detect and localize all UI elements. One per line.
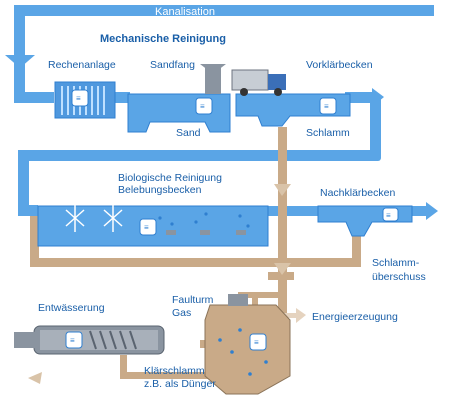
- flow-arrow-icon: [28, 372, 42, 384]
- water-pipes: [14, 5, 434, 216]
- svg-text:≡: ≡: [200, 102, 205, 111]
- flow-arrow-icon: [426, 202, 438, 220]
- nachklaerbecken-tank: ≡: [317, 205, 413, 237]
- sand-hopper: [200, 64, 226, 94]
- belebungsbecken-label: Belebungsbecken: [118, 184, 202, 196]
- flow-arrow-icon: [274, 263, 291, 275]
- nachklaerbecken-label: Nachklärbecken: [320, 187, 395, 199]
- kanalisation-label: Kanalisation: [155, 6, 215, 18]
- entwaesserung-label: Entwässerung: [38, 302, 105, 314]
- flow-arrow-icon: [274, 184, 291, 196]
- gas-label: Gas: [172, 307, 191, 319]
- sandfang-tank: ≡: [127, 93, 231, 133]
- svg-text:≡: ≡: [254, 338, 259, 347]
- svg-text:≡: ≡: [70, 336, 75, 345]
- biologische-reinigung-label: Biologische Reinigung: [118, 172, 222, 184]
- sandfang-label: Sandfang: [150, 59, 195, 71]
- faulturm-label: Faulturm: [172, 294, 214, 306]
- mechanische-reinigung-title: Mechanische Reinigung: [100, 33, 226, 45]
- vorklaerbecken-label: Vorklärbecken: [306, 59, 373, 71]
- kanalisation-pipe: [14, 5, 434, 16]
- flow-arrow-icon: [372, 88, 384, 107]
- entwaesserung-press: ≡: [14, 325, 165, 355]
- vorklaerbecken-tank: ≡: [235, 93, 351, 127]
- flow-arrow-icon: [5, 55, 35, 68]
- klaerschlamm-label-1: Klärschlamm: [144, 365, 205, 377]
- aerator-icon: [65, 202, 123, 232]
- belebungsbecken-tank: ≡: [37, 202, 269, 247]
- faulturm: ≡: [204, 294, 291, 395]
- truck-icon: [231, 69, 286, 96]
- rechenanlage: ≡: [54, 81, 116, 119]
- svg-text:≡: ≡: [76, 94, 81, 103]
- svg-text:≡: ≡: [324, 102, 329, 111]
- klaerschlamm-label-2: z.B. als Dünger: [144, 378, 216, 390]
- screen-filter-icon: [61, 86, 105, 115]
- sand-label: Sand: [176, 127, 201, 139]
- svg-text:≡: ≡: [144, 223, 149, 232]
- schlammueberschuss-label-2: überschuss: [372, 271, 426, 283]
- svg-text:≡: ≡: [386, 211, 391, 220]
- energieerzeugung-label: Energieerzeugung: [312, 311, 398, 323]
- schlamm-label: Schlamm: [306, 127, 350, 139]
- rechenanlage-label: Rechenanlage: [48, 59, 116, 71]
- flow-arrow-icon: [296, 308, 306, 323]
- schlammueberschuss-label-1: Schlamm-: [372, 257, 420, 269]
